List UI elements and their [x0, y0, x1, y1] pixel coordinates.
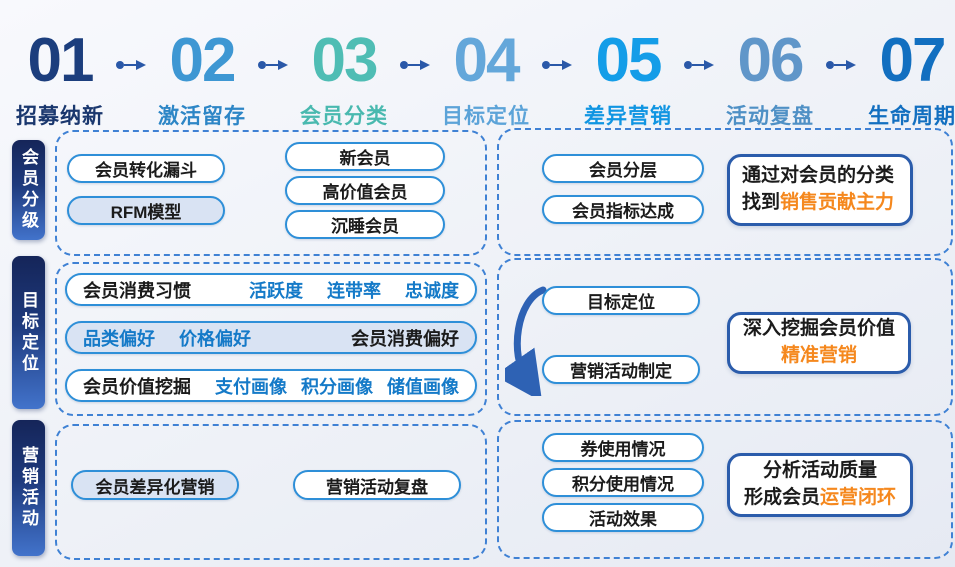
- pill-differentiated-marketing: 会员差异化营销: [71, 470, 239, 500]
- step-01-label: 招募纳新: [16, 105, 104, 128]
- card-line: 分析活动质量: [762, 460, 877, 482]
- keyword: 价格偏好: [179, 328, 251, 349]
- step-05-label: 差异营销: [584, 105, 672, 128]
- keyword: 品类偏好: [83, 328, 155, 349]
- step-05: 05 差异营销: [576, 30, 680, 130]
- group-box-target-left: 会员消费习惯 活跃度 连带率 忠诚度 品类偏好 价格偏好 会员消费偏好 会员价值…: [55, 262, 487, 416]
- step-01-number: 01: [27, 26, 95, 95]
- keyword: 活跃度: [249, 280, 303, 301]
- step-02-label: 激活留存: [158, 105, 246, 128]
- sidebar-tab-target-positioning: 目标定位: [12, 256, 45, 409]
- step-02-number: 02: [169, 26, 237, 95]
- keyword: 积分画像: [301, 376, 373, 397]
- keyword: 连带率: [327, 280, 381, 301]
- arrow-right-icon: [116, 60, 146, 70]
- pill-target-positioning: 目标定位: [542, 286, 700, 315]
- pill-rfm-model: RFM模型: [67, 196, 225, 225]
- card-sales-contribution: 通过对会员的分类 找到销售贡献主力: [727, 154, 913, 226]
- step-07-label: 生命周期: [868, 105, 955, 128]
- card-line: 深入挖掘会员价值: [742, 318, 895, 340]
- pill-coupon-usage: 券使用情况: [542, 433, 704, 462]
- step-04-label: 目标定位: [442, 105, 530, 128]
- pill-new-member: 新会员: [285, 142, 445, 171]
- pill-conversion-funnel: 会员转化漏斗: [67, 154, 225, 183]
- card-line: 形成会员运营闭环: [743, 487, 897, 508]
- step-07: 07 生命周期: [860, 30, 955, 130]
- keyword: 忠诚度: [405, 280, 459, 301]
- step-03: 03 会员分类: [292, 30, 396, 130]
- group-box-marketing-left: 会员差异化营销 营销活动复盘: [55, 424, 487, 560]
- step-06-number: 06: [737, 26, 805, 95]
- pill-value-mining: 会员价值挖掘 支付画像 积分画像 储值画像: [65, 369, 477, 402]
- pill-member-kpi: 会员指标达成: [542, 195, 704, 224]
- pill-points-usage: 积分使用情况: [542, 468, 704, 497]
- card-line: 通过对会员的分类: [742, 165, 895, 187]
- pill-activity-effect: 活动效果: [542, 503, 704, 532]
- pill-label: 会员消费习惯: [83, 280, 191, 301]
- curved-down-arrow-icon: [505, 286, 547, 396]
- pill-consumption-preference: 品类偏好 价格偏好 会员消费偏好: [65, 321, 477, 354]
- step-03-number: 03: [311, 26, 379, 95]
- pill-member-layering: 会员分层: [542, 154, 704, 183]
- pill-label: 会员消费偏好: [351, 328, 459, 349]
- keyword: 储值画像: [387, 376, 459, 397]
- highlight-text: 销售贡献主力: [780, 192, 895, 213]
- arrow-right-icon: [258, 60, 288, 70]
- step-02: 02 激活留存: [150, 30, 254, 130]
- arrow-right-icon: [826, 60, 856, 70]
- keyword: 支付画像: [215, 376, 287, 397]
- card-line: 找到销售贡献主力: [742, 192, 895, 213]
- pill-label: 会员价值挖掘: [83, 376, 191, 397]
- step-06: 06 活动复盘: [718, 30, 822, 130]
- card-precision-marketing: 深入挖掘会员价值 精准营销: [727, 312, 911, 374]
- group-box-member-grading-left: 会员转化漏斗 RFM模型 新会员 高价值会员 沉睡会员: [55, 130, 487, 256]
- group-box-member-grading-right: 会员分层 会员指标达成 通过对会员的分类 找到销售贡献主力: [497, 128, 953, 256]
- card-operation-loop: 分析活动质量 形成会员运营闭环: [727, 453, 913, 517]
- highlight-text: 运营闭环: [820, 487, 897, 508]
- step-01: 01 招募纳新: [8, 30, 112, 130]
- pill-consumption-habits: 会员消费习惯 活跃度 连带率 忠诚度: [65, 273, 477, 306]
- pill-campaign-planning: 营销活动制定: [542, 355, 700, 384]
- sidebar-tab-member-grading: 会员分级: [12, 140, 45, 240]
- highlight-text: 精准营销: [780, 345, 857, 366]
- arrow-right-icon: [684, 60, 714, 70]
- step-04-number: 04: [453, 26, 521, 95]
- pill-high-value-member: 高价值会员: [285, 176, 445, 205]
- pill-campaign-review: 营销活动复盘: [293, 470, 461, 500]
- step-04: 04 目标定位: [434, 30, 538, 130]
- process-step-row: 01 招募纳新 02 激活留存 03 会员分类 04 目标定位 05 差异营销 …: [8, 30, 955, 130]
- pill-dormant-member: 沉睡会员: [285, 210, 445, 239]
- arrow-right-icon: [400, 60, 430, 70]
- sidebar-tab-marketing-activity: 营销活动: [12, 420, 45, 556]
- step-06-label: 活动复盘: [726, 105, 814, 128]
- step-03-label: 会员分类: [300, 105, 388, 128]
- group-box-marketing-right: 券使用情况 积分使用情况 活动效果 分析活动质量 形成会员运营闭环: [497, 420, 953, 559]
- arrow-right-icon: [542, 60, 572, 70]
- step-07-number: 07: [879, 26, 947, 95]
- step-05-number: 05: [595, 26, 663, 95]
- group-box-target-right: 目标定位 营销活动制定 深入挖掘会员价值 精准营销: [497, 258, 953, 416]
